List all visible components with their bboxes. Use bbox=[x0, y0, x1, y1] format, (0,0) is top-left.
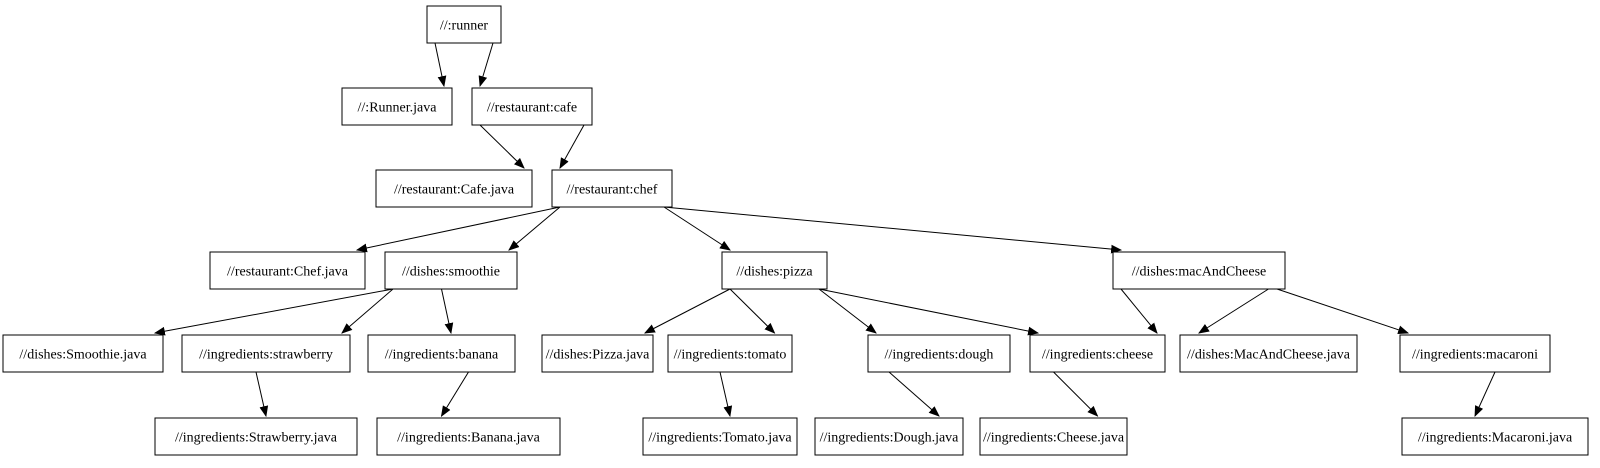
edge-pizza-pizza_java bbox=[644, 288, 731, 334]
edge-chef-pizza bbox=[663, 206, 731, 251]
graph-node-pizza_java: //dishes:Pizza.java bbox=[541, 334, 654, 373]
node-label-strawberry_java: //ingredients:Strawberry.java bbox=[175, 431, 338, 446]
node-label-chef_java: //restaurant:Chef.java bbox=[227, 265, 349, 280]
edge-smoothie-strawberry bbox=[341, 288, 394, 334]
node-box-macaroni_java bbox=[1401, 417, 1589, 456]
node-label-macaroni_java: //ingredients:Macaroni.java bbox=[1418, 431, 1573, 446]
graph-node-banana: //ingredients:banana bbox=[367, 334, 516, 373]
node-box-cheese bbox=[1029, 334, 1166, 373]
edge-macaroni-macaroni_java bbox=[1474, 371, 1496, 418]
node-label-cafe_java: //restaurant:Cafe.java bbox=[394, 183, 515, 198]
graph-node-cafe: //restaurant:cafe bbox=[471, 87, 593, 126]
node-label-chef: //restaurant:chef bbox=[567, 183, 658, 198]
edge-runner-cafe bbox=[478, 42, 494, 88]
node-label-cafe: //restaurant:cafe bbox=[487, 101, 577, 116]
graph-node-runner_java: //:Runner.java bbox=[341, 87, 453, 126]
node-label-pizza_java: //dishes:Pizza.java bbox=[546, 348, 651, 363]
graph-node-tomato_java: //ingredients:Tomato.java bbox=[642, 417, 798, 456]
edge-chef-macandcheese bbox=[663, 206, 1123, 254]
graph-node-macaroni_java: //ingredients:Macaroni.java bbox=[1401, 417, 1589, 456]
node-box-strawberry_java bbox=[154, 417, 358, 456]
edge-strawberry-strawberry_java bbox=[255, 371, 269, 418]
node-label-macaroni: //ingredients:macaroni bbox=[1412, 348, 1538, 363]
graph-node-macaroni: //ingredients:macaroni bbox=[1399, 334, 1551, 373]
edge-cafe-cafe_java bbox=[479, 124, 525, 169]
node-label-macandcheese_java: //dishes:MacAndCheese.java bbox=[1187, 348, 1351, 363]
edge-macandcheese-macaroni bbox=[1276, 288, 1410, 335]
node-label-pizza: //dishes:pizza bbox=[736, 265, 813, 280]
node-label-cheese: //ingredients:cheese bbox=[1042, 348, 1153, 363]
graph-node-dough_java: //ingredients:Dough.java bbox=[814, 417, 964, 456]
graph-node-cheese_java: //ingredients:Cheese.java bbox=[979, 417, 1128, 456]
graph-node-runner: //:runner bbox=[426, 5, 502, 44]
edge-cafe-chef bbox=[559, 124, 585, 169]
nodes-layer: //:runner //:Runner.java //restaurant:cafe… bbox=[2, 5, 1589, 456]
edge-tomato-tomato_java bbox=[719, 371, 733, 418]
edge-runner-runner_java bbox=[434, 42, 447, 88]
graph-node-strawberry: //ingredients:strawberry bbox=[181, 334, 351, 373]
node-box-dough bbox=[867, 334, 1011, 373]
edge-chef-chef_java bbox=[355, 206, 561, 253]
graph-node-macandcheese_java: //dishes:MacAndCheese.java bbox=[1179, 334, 1358, 373]
node-box-dough_java bbox=[814, 417, 964, 456]
edge-cheese-cheese_java bbox=[1053, 371, 1099, 417]
node-label-banana_java: //ingredients:Banana.java bbox=[397, 431, 540, 446]
node-box-tomato_java bbox=[642, 417, 798, 456]
node-label-tomato: //ingredients:tomato bbox=[674, 348, 787, 363]
edge-smoothie-banana bbox=[441, 288, 454, 335]
node-box-cafe bbox=[471, 87, 593, 126]
node-box-pizza bbox=[721, 251, 828, 290]
node-box-banana_java bbox=[376, 417, 561, 456]
graph-node-smoothie_java: //dishes:Smoothie.java bbox=[2, 334, 164, 373]
graph-node-pizza: //dishes:pizza bbox=[721, 251, 828, 290]
node-label-smoothie: //dishes:smoothie bbox=[402, 265, 500, 280]
node-label-smoothie_java: //dishes:Smoothie.java bbox=[19, 348, 147, 363]
node-box-cheese_java bbox=[979, 417, 1128, 456]
edge-pizza-cheese bbox=[818, 288, 1040, 336]
node-box-chef bbox=[551, 169, 673, 208]
node-box-macandcheese bbox=[1112, 251, 1286, 290]
edge-macandcheese-macandcheese_java bbox=[1198, 288, 1269, 334]
node-box-tomato bbox=[667, 334, 793, 373]
node-label-dough: //ingredients:dough bbox=[885, 348, 994, 363]
edge-pizza-dough bbox=[818, 288, 877, 334]
node-label-runner_java: //:Runner.java bbox=[358, 101, 438, 116]
graph-node-tomato: //ingredients:tomato bbox=[667, 334, 793, 373]
node-box-smoothie bbox=[384, 251, 518, 290]
node-label-runner: //:runner bbox=[440, 19, 489, 34]
edge-smoothie-smoothie_java bbox=[153, 288, 394, 336]
edge-chef-smoothie bbox=[508, 206, 561, 251]
node-box-runner bbox=[426, 5, 502, 44]
graph-node-chef_java: //restaurant:Chef.java bbox=[209, 251, 366, 290]
node-box-banana bbox=[367, 334, 516, 373]
node-label-banana: //ingredients:banana bbox=[385, 348, 499, 363]
graph-node-smoothie: //dishes:smoothie bbox=[384, 251, 518, 290]
node-label-macandcheese: //dishes:macAndCheese bbox=[1132, 265, 1267, 280]
edge-pizza-tomato bbox=[729, 288, 776, 334]
graph-node-cheese: //ingredients:cheese bbox=[1029, 334, 1166, 373]
node-box-strawberry bbox=[181, 334, 351, 373]
node-label-dough_java: //ingredients:Dough.java bbox=[820, 431, 960, 446]
node-box-chef_java bbox=[209, 251, 366, 290]
graph-node-macandcheese: //dishes:macAndCheese bbox=[1112, 251, 1286, 290]
node-box-macandcheese_java bbox=[1179, 334, 1358, 373]
graph-node-banana_java: //ingredients:Banana.java bbox=[376, 417, 561, 456]
node-box-runner_java bbox=[341, 87, 453, 126]
node-box-cafe_java bbox=[375, 169, 533, 208]
graph-node-strawberry_java: //ingredients:Strawberry.java bbox=[154, 417, 358, 456]
node-box-pizza_java bbox=[541, 334, 654, 373]
edge-macandcheese-cheese bbox=[1120, 288, 1158, 334]
graph-node-chef: //restaurant:chef bbox=[551, 169, 673, 208]
node-label-tomato_java: //ingredients:Tomato.java bbox=[648, 431, 792, 446]
edge-dough-dough_java bbox=[888, 371, 940, 417]
node-box-macaroni bbox=[1399, 334, 1551, 373]
edge-banana-banana_java bbox=[440, 371, 469, 417]
graph-node-dough: //ingredients:dough bbox=[867, 334, 1011, 373]
edges-layer bbox=[153, 42, 1496, 418]
node-label-cheese_java: //ingredients:Cheese.java bbox=[983, 431, 1125, 446]
graph-node-cafe_java: //restaurant:Cafe.java bbox=[375, 169, 533, 208]
node-box-smoothie_java bbox=[2, 334, 164, 373]
node-label-strawberry: //ingredients:strawberry bbox=[199, 348, 333, 363]
